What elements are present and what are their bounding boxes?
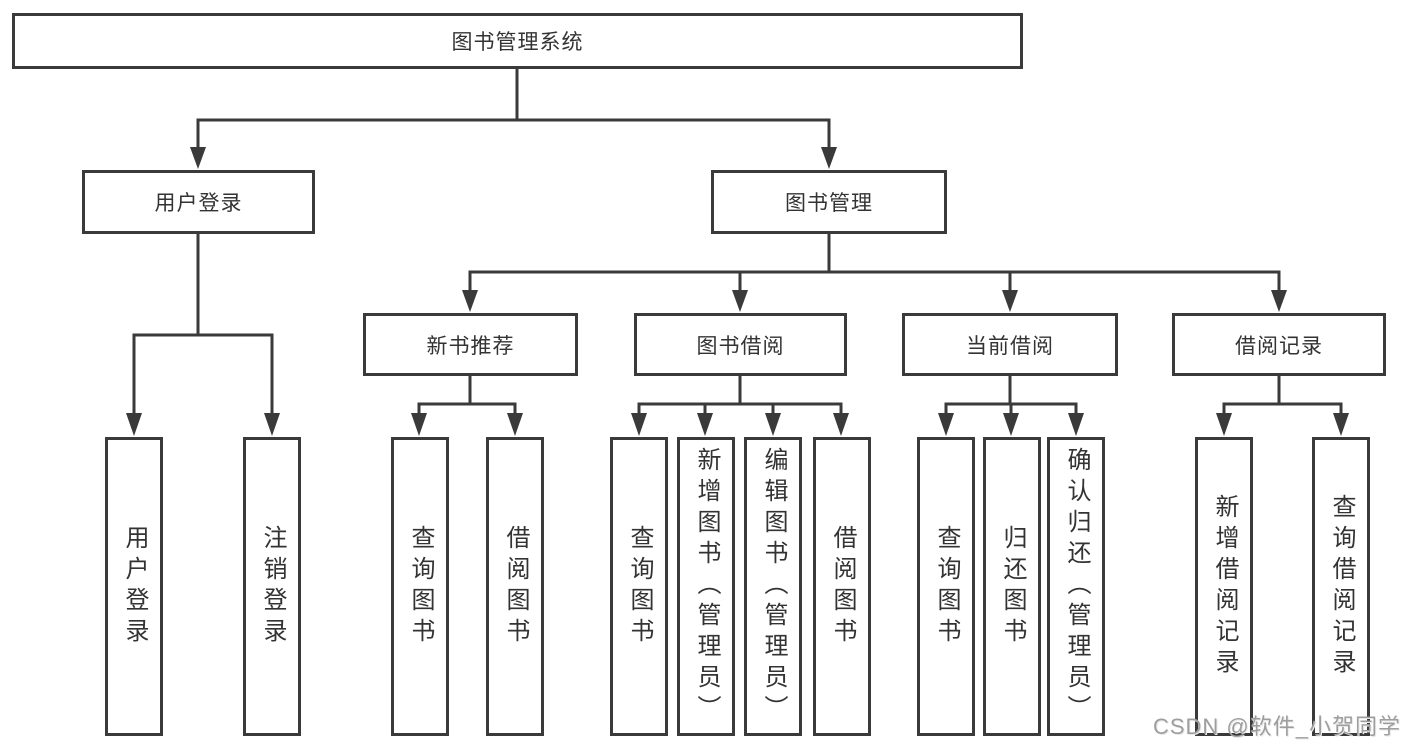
leaf-add-books-admin: 新增图书（管理员） xyxy=(677,437,735,736)
node-root: 图书管理系统 xyxy=(12,13,1023,69)
leaf-return-books: 归还图书 xyxy=(983,437,1041,736)
leaf-return-books-label: 归还图书 xyxy=(999,524,1026,649)
leaf-borrow-books-borrowing-label: 借阅图书 xyxy=(829,524,856,649)
leaf-query-books-borrowing-label: 查询图书 xyxy=(626,524,653,649)
leaf-add-borrow-record-label: 新增借阅记录 xyxy=(1211,493,1238,680)
leaf-query-books-current: 查询图书 xyxy=(917,437,975,736)
leaf-borrow-books-recommend-label: 借阅图书 xyxy=(502,524,529,649)
node-new-book-recommend-label: 新书推荐 xyxy=(426,334,515,358)
node-current-borrowing: 当前借阅 xyxy=(902,313,1118,376)
leaf-query-books-recommend: 查询图书 xyxy=(391,437,449,736)
leaf-edit-books-admin: 编辑图书（管理员） xyxy=(744,437,802,736)
leaf-query-borrow-record: 查询借阅记录 xyxy=(1312,437,1370,736)
node-current-borrowing-label: 当前借阅 xyxy=(966,334,1054,358)
node-root-label: 图书管理系统 xyxy=(451,31,584,54)
leaf-borrow-books-recommend: 借阅图书 xyxy=(486,437,544,736)
leaf-logout: 注销登录 xyxy=(243,437,301,736)
leaf-query-books-current-label: 查询图书 xyxy=(933,524,960,649)
leaf-logout-label: 注销登录 xyxy=(259,524,286,649)
leaf-confirm-return-admin: 确认归还（管理员） xyxy=(1047,437,1105,736)
watermark: CSDN @软件_小贺同学 xyxy=(1152,714,1401,739)
node-borrowing-records: 借阅记录 xyxy=(1172,313,1386,376)
node-borrowing-records-label: 借阅记录 xyxy=(1235,334,1323,358)
leaf-borrow-books-borrowing: 借阅图书 xyxy=(813,437,871,736)
node-book-management: 图书管理 xyxy=(711,170,947,234)
leaf-edit-books-admin-label: 编辑图书（管理员） xyxy=(760,447,787,726)
leaf-query-books-recommend-label: 查询图书 xyxy=(407,524,434,649)
leaf-add-books-admin-label: 新增图书（管理员） xyxy=(693,447,720,726)
node-book-borrowing: 图书借阅 xyxy=(634,313,847,376)
leaf-user-login: 用户登录 xyxy=(105,437,163,736)
node-book-borrowing-label: 图书借阅 xyxy=(696,334,785,358)
leaf-query-books-borrowing: 查询图书 xyxy=(610,437,668,736)
leaf-user-login-label: 用户登录 xyxy=(121,524,148,649)
leaf-confirm-return-admin-label: 确认归还（管理员） xyxy=(1063,447,1090,726)
leaf-add-borrow-record: 新增借阅记录 xyxy=(1195,437,1253,736)
node-book-management-label: 图书管理 xyxy=(785,192,873,215)
node-new-book-recommend: 新书推荐 xyxy=(363,313,578,376)
leaf-query-borrow-record-label: 查询借阅记录 xyxy=(1328,493,1355,680)
node-user-login: 用户登录 xyxy=(82,170,315,234)
node-user-login-label: 用户登录 xyxy=(154,192,243,215)
